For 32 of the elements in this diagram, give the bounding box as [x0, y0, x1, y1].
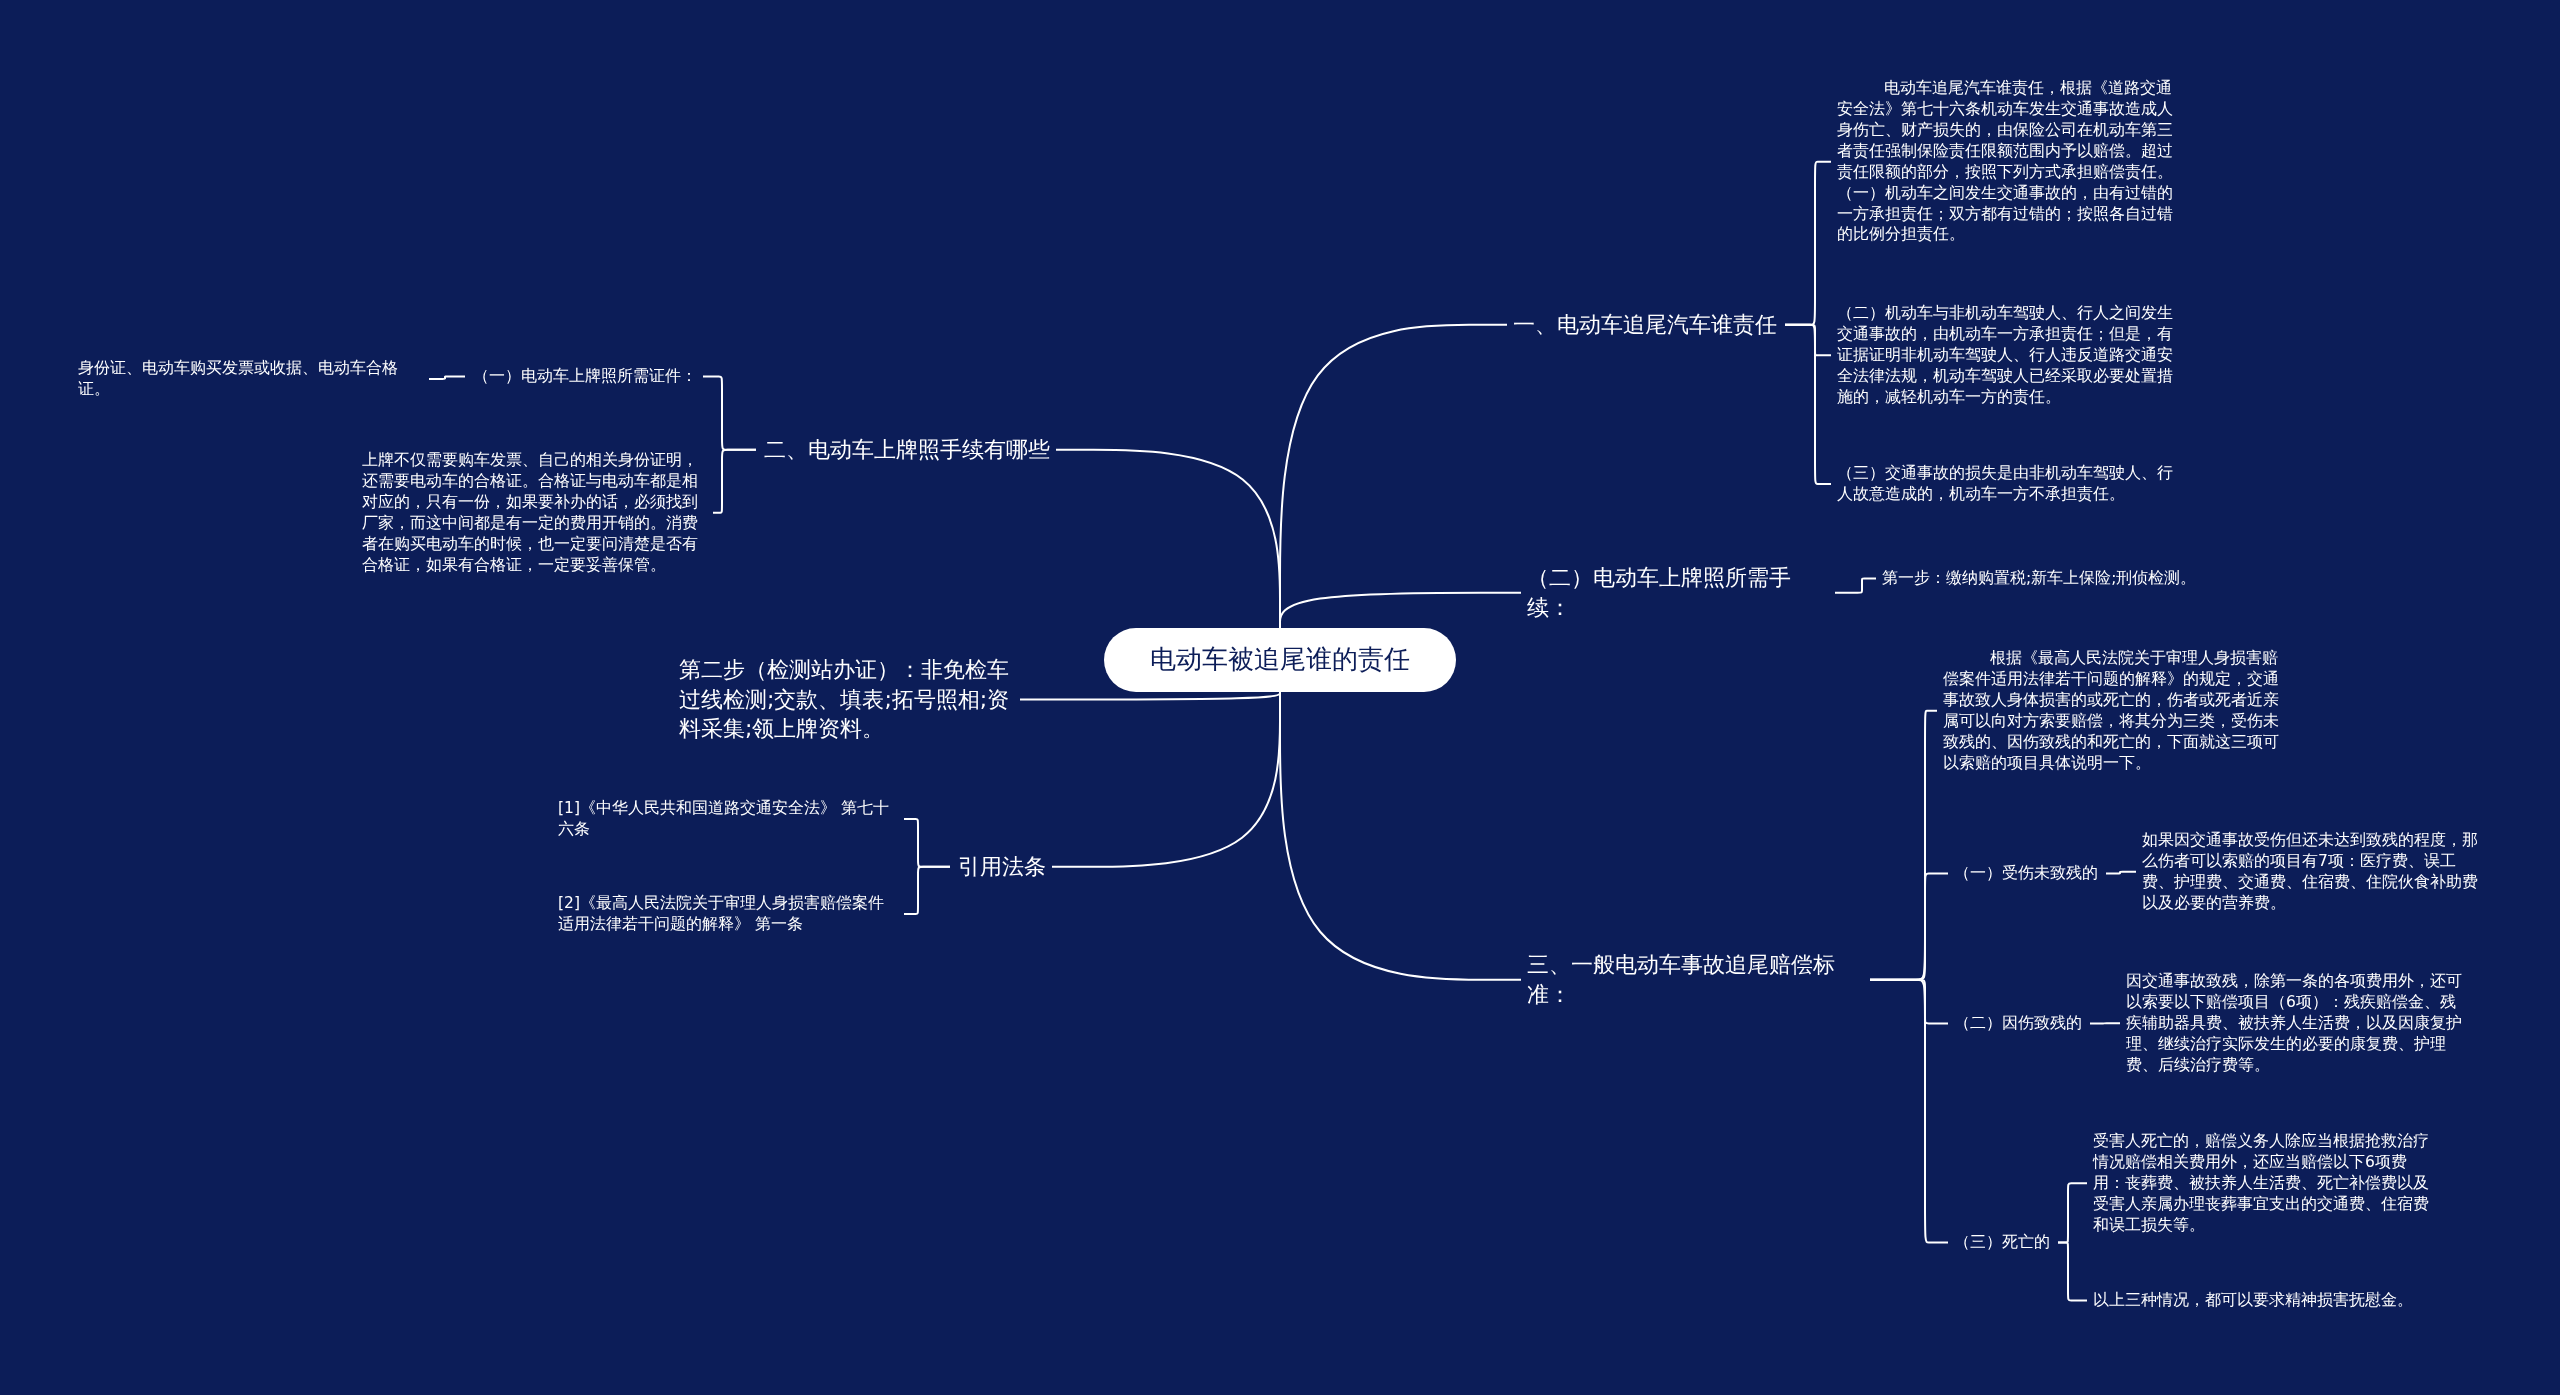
note-text: 以上三种情况，都可以要求精神损害抚慰金。 — [2093, 1290, 2413, 1311]
topic-text: 二、电动车上牌照手续有哪些 — [764, 435, 1050, 465]
note-text: （三）交通事故的损失是由非机动车驾驶人、行人故意造成的，机动车一方不承担责任。 — [1837, 463, 2182, 505]
note-text: 上牌不仅需要购车发票、自己的相关身份证明，还需要电动车的合格证。合格证与电动车都是相对应的，只有一份，如果要补办的话，必须找到厂家，而这中间都是有一定的费用开销的。消费者在购买电动车的时候，也一定要问清楚是否有合格证，如果有合格证，一定要妥善保管。 — [362, 450, 707, 576]
connector-line — [712, 448, 757, 514]
topic-text: （二）电动车上牌照所需手续： — [1527, 563, 1827, 623]
topic-text: 引用法条 — [958, 852, 1046, 882]
note-text: （二）因伤致残的 — [1954, 1013, 2082, 1034]
connector-line — [1019, 691, 1281, 701]
connector-line — [1055, 448, 1281, 629]
connector-line — [1834, 577, 1877, 594]
topic-text: 三、一般电动车事故追尾赔偿标准： — [1527, 950, 1862, 1010]
central-topic: 电动车被追尾谁的责任 — [1104, 628, 1456, 692]
note-text: 受害人死亡的，赔偿义务人除应当根据抢救治疗情况赔偿相关费用外，还应当赔偿以下6项费用：丧葬费、被扶养人生活费、死亡补偿费以及受害人亲属办理丧葬事宜支出的交通费、住宿费和误工损失等。 — [2093, 1131, 2438, 1236]
note-text: 第一步：缴纳购置税;新车上保险;刑侦检测。 — [1882, 568, 2197, 589]
note-text: 电动车追尾汽车谁责任，根据《道路交通安全法》第七十六条机动车发生交通事故造成人身伤亡、财产损失的，由保险公司在机动车第三者责任强制保险责任限额范围内予以赔偿。超过责任限额的部分，按照下列方式承担赔偿责任。（一）机动车之间发生交通事故的，由有过错的一方承担责任；双方都有过错的；按照各自过错的比例分担责任。 — [1837, 78, 2182, 246]
connector-line — [903, 865, 951, 915]
note-text: （二）机动车与非机动车驾驶人、行人之间发生交通事故的，由机动车一方承担责任；但是，有证据证明非机动车驾驶人、行人违反道路交通安全法律法规，机动车驾驶人已经采取必要处置措施的，减轻机动车一方的责任。 — [1837, 303, 2182, 408]
note-text: 因交通事故致残，除第一条的各项费用外，还可以索要以下赔偿项目（6项）：残疾赔偿金、残疾辅助器具费、被扶养人生活费，以及因康复护理、继续治疗实际发生的必要的康复费、护理费、后续治疗费等。 — [2126, 971, 2471, 1076]
note-text: （一）电动车上牌照所需证件： — [473, 366, 697, 387]
connector-line — [428, 375, 466, 380]
connector-line — [2089, 1022, 2121, 1025]
note-text: （三）死亡的 — [1954, 1232, 2050, 1253]
topic-text: 一、电动车追尾汽车谁责任 — [1513, 310, 1777, 340]
note-text: [2]《最高人民法院关于审理人身损害赔偿案件适用法律若干问题的解释》 第一条 — [558, 893, 898, 935]
note-text: [1]《中华人民共和国道路交通安全法》 第七十六条 — [558, 798, 898, 840]
topic-text: 第二步（检测站办证）：非免检车过线检测;交款、填表;拓号照相;资料采集;领上牌资料。 — [679, 655, 1014, 745]
note-text: 身份证、电动车购买发票或收据、电动车合格证。 — [78, 358, 423, 400]
note-text: （一）受伤未致残的 — [1954, 863, 2098, 884]
note-text: 根据《最高人民法院关于审理人身损害赔偿案件适用法律若干问题的解释》的规定，交通事故致人身体损害的或死亡的，伤者或死者近亲属可以向对方索要赔偿，将其分为三类，受伤未致残的、因伤致残的和死亡的，下面就这三项可以索赔的项目具体说明一下。 — [1943, 648, 2288, 774]
connector-line — [2105, 870, 2137, 875]
note-text: 如果因交通事故受伤但还未达到致残的程度，那么伤者可以索赔的项目有7项：医疗费、误工费、护理费、交通费、住宿费、住院伙食补助费以及必要的营养费。 — [2142, 830, 2487, 914]
